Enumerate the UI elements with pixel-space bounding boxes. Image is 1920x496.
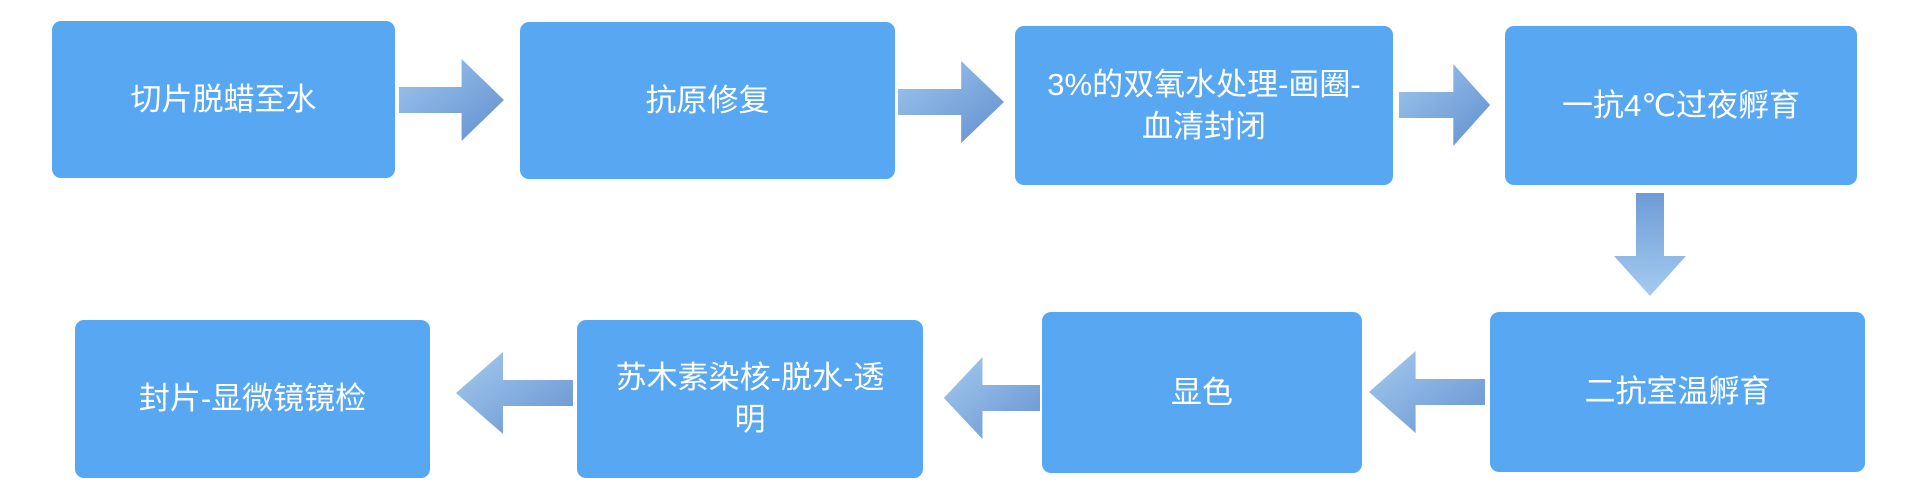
flow-step-peroxide-block: 3%的双氧水处理-画圈- 血清封闭 bbox=[1015, 26, 1393, 185]
flow-step-label: 显色 bbox=[1171, 374, 1233, 410]
flow-step-antigen-retrieval: 抗原修复 bbox=[520, 22, 895, 179]
arrow-left-icon bbox=[1368, 351, 1485, 433]
flow-step-secondary-antibody: 二抗室温孵育 bbox=[1490, 312, 1865, 472]
flow-step-label: 封片-显微镜镜检 bbox=[138, 381, 367, 416]
flow-step-label: 二抗室温孵育 bbox=[1584, 374, 1771, 409]
arrow-down-icon bbox=[1614, 193, 1686, 296]
arrow-right-icon bbox=[898, 61, 1004, 143]
flow-step-dewax: 切片脱蜡至水 bbox=[52, 21, 395, 178]
arrow-right-icon bbox=[1399, 64, 1491, 146]
flow-step-color-development: 显色 bbox=[1042, 312, 1362, 473]
flow-step-label: 3%的双氧水处理-画圈- 血清封闭 bbox=[1047, 66, 1361, 144]
arrow-left-icon bbox=[456, 352, 573, 434]
flow-step-primary-antibody: 一抗4℃过夜孵育 bbox=[1505, 26, 1857, 185]
flow-step-label: 切片脱蜡至水 bbox=[130, 81, 317, 117]
flow-step-label: 抗原修复 bbox=[645, 82, 770, 118]
arrow-right-icon bbox=[399, 59, 504, 141]
flow-step-label: 苏木素染核-脱水-透 明 bbox=[615, 360, 885, 437]
arrow-left-icon bbox=[943, 357, 1040, 439]
flow-step-counterstain: 苏木素染核-脱水-透 明 bbox=[577, 320, 923, 478]
flow-step-mount-examine: 封片-显微镜镜检 bbox=[75, 320, 430, 478]
flow-step-label: 一抗4℃过夜孵育 bbox=[1561, 87, 1801, 123]
